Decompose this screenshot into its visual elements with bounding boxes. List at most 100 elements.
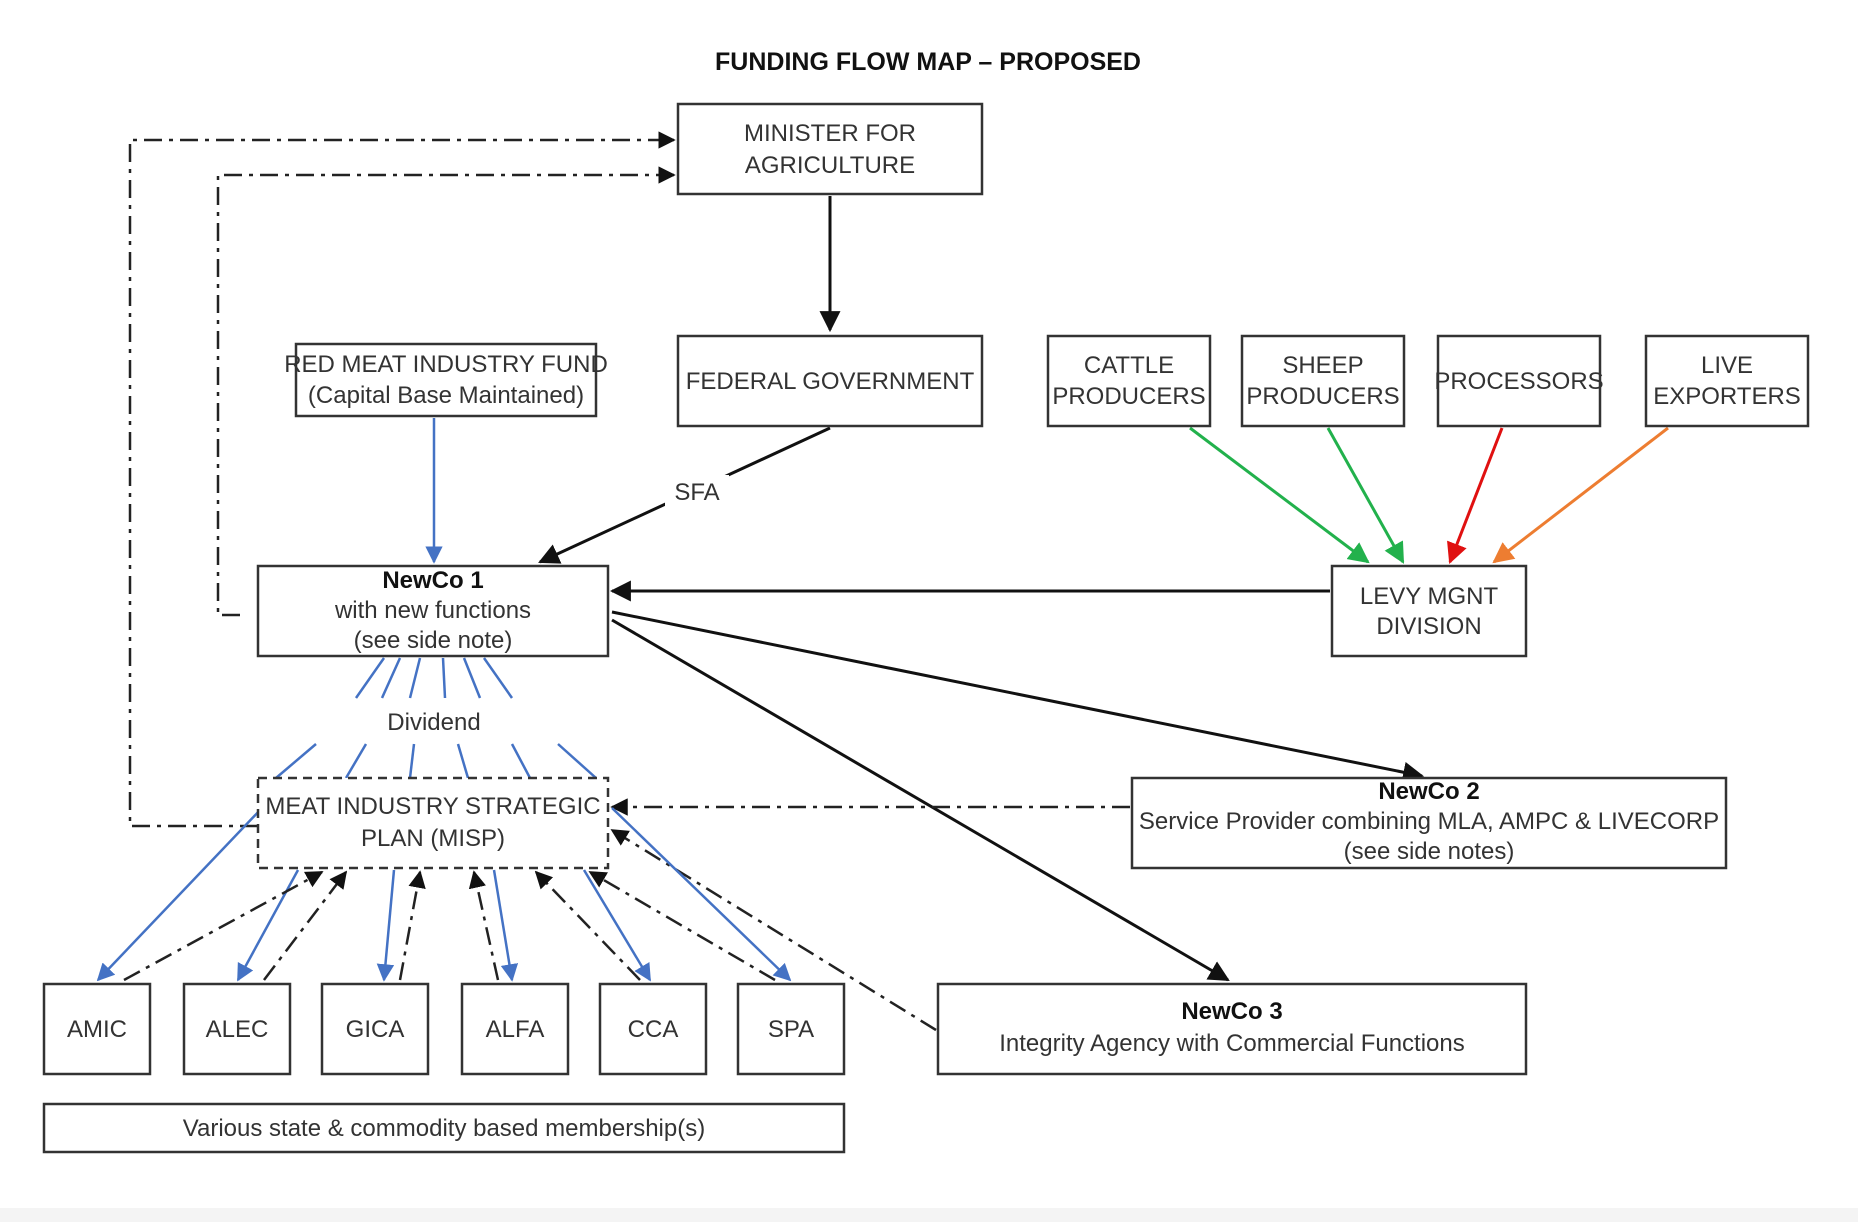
processors-box[interactable]: PROCESSORS	[1434, 334, 1604, 428]
newco1-description: with new functions	[334, 597, 531, 624]
dividend-stroke	[408, 743, 416, 779]
processors-box-frame	[1436, 334, 1602, 428]
newco1-note: (see side note)	[354, 627, 513, 654]
misp-to-minister-report-line	[128, 131, 676, 828]
live-exporters-box[interactable]: LIVE EXPORTERS	[1644, 334, 1810, 428]
cattle-producers-line1: CATTLE	[1084, 352, 1174, 379]
newco3-description: Integrity Agency with Commercial Functio…	[999, 1030, 1465, 1057]
newco2-name: NewCo 2	[1378, 778, 1479, 805]
levy-mgmt-box[interactable]: LEVY MGNT DIVISION	[1330, 564, 1528, 658]
dividend-stroke	[456, 743, 470, 779]
dividend-stroke	[482, 657, 514, 699]
dividend-fan-lower	[275, 743, 597, 779]
levy-mgmt-box-frame	[1330, 564, 1528, 658]
dividend-stroke	[408, 657, 422, 699]
sheep-producers-box-frame	[1240, 334, 1406, 428]
red-meat-fund-box-frame	[294, 342, 598, 418]
red-meat-fund-line2: (Capital Base Maintained)	[308, 382, 584, 409]
misp-to-alec-arrow	[236, 869, 300, 982]
bottom-band	[0, 1208, 1858, 1222]
newco3-name: NewCo 3	[1181, 998, 1282, 1025]
sheep-producers-line2: PRODUCERS	[1246, 383, 1399, 410]
newco1-to-newco2-arrow	[611, 610, 1425, 783]
newco3-to-misp-input-line	[610, 828, 937, 1032]
federal-government-label: FEDERAL GOVERNMENT	[686, 368, 975, 395]
processors-label: PROCESSORS	[1434, 368, 1603, 395]
org-label-alec: ALEC	[206, 1016, 269, 1043]
cattle-producers-box[interactable]: CATTLE PRODUCERS	[1046, 334, 1212, 428]
dividend-fan-upper	[354, 657, 514, 699]
org-box-gica[interactable]: GICA	[320, 982, 430, 1076]
newco2-description: Service Provider combining MLA, AMPC & L…	[1139, 808, 1719, 835]
misp-to-cca-arrow	[582, 869, 652, 982]
red-meat-fund-line1: RED MEAT INDUSTRY FUND	[284, 351, 608, 378]
newco2-box[interactable]: NewCo 2 Service Provider combining MLA, …	[1130, 776, 1728, 870]
dividend-stroke	[557, 743, 597, 779]
org-box-frame	[182, 982, 292, 1076]
newco2-note: (see side notes)	[1344, 838, 1515, 865]
org-box-alec[interactable]: ALEC	[182, 982, 292, 1076]
live-exporters-box-frame	[1644, 334, 1810, 428]
cattle-levy-arrow	[1189, 426, 1370, 564]
sheep-levy-arrow	[1326, 427, 1405, 564]
alfa-to-misp-line	[468, 870, 500, 981]
org-label-alfa: ALFA	[486, 1016, 545, 1043]
org-box-alfa[interactable]: ALFA	[460, 982, 570, 1076]
dividend-stroke	[510, 743, 532, 779]
misp-to-amic-arrow	[96, 807, 263, 982]
sfa-label-bg	[665, 475, 729, 507]
orgs-to-misp-lines	[123, 870, 776, 982]
org-box-spa[interactable]: SPA	[736, 982, 846, 1076]
cattle-producers-line2: PRODUCERS	[1052, 383, 1205, 410]
sfa-label: SFA	[674, 479, 719, 506]
org-box-frame	[736, 982, 846, 1076]
gica-to-misp-line	[398, 870, 426, 981]
levy-mgmt-line1: LEVY MGNT	[1360, 583, 1499, 610]
processor-levy-arrow	[1447, 427, 1504, 564]
newco1-box[interactable]: NewCo 1 with new functions (see side not…	[256, 564, 610, 658]
exporter-levy-arrow	[1492, 426, 1669, 564]
cca-to-misp-line	[534, 870, 641, 981]
newco1-to-newco3-arrow	[611, 618, 1230, 982]
federal-government-box[interactable]: FEDERAL GOVERNMENT	[676, 334, 984, 428]
membership-label: Various state & commodity based membersh…	[183, 1115, 705, 1142]
org-label-spa: SPA	[768, 1016, 814, 1043]
org-box-cca[interactable]: CCA	[598, 982, 708, 1076]
minister-box[interactable]: MINISTER FOR AGRICULTURE	[676, 102, 984, 196]
misp-box[interactable]: MEAT INDUSTRY STRATEGIC PLAN (MISP)	[256, 776, 610, 870]
alec-to-misp-line	[263, 870, 348, 981]
dividend-stroke	[462, 657, 482, 699]
membership-box[interactable]: Various state & commodity based membersh…	[42, 1102, 846, 1154]
diagram-title: FUNDING FLOW MAP – PROPOSED	[715, 48, 1141, 76]
cattle-producers-box-frame	[1046, 334, 1212, 428]
dividend-label: Dividend	[387, 709, 480, 736]
live-exporters-line2: EXPORTERS	[1653, 383, 1801, 410]
dividend-stroke	[441, 657, 447, 699]
org-box-frame	[460, 982, 570, 1076]
misp-line1: MEAT INDUSTRY STRATEGIC	[265, 793, 600, 820]
dividend-stroke	[344, 743, 368, 779]
misp-to-gica-arrow	[376, 869, 396, 982]
org-box-frame	[598, 982, 708, 1076]
newco3-box[interactable]: NewCo 3 Integrity Agency with Commercial…	[936, 982, 1528, 1076]
misp-to-spa-arrow	[611, 807, 792, 982]
org-box-amic[interactable]: AMIC	[42, 982, 152, 1076]
misp-to-alfa-arrow	[492, 869, 519, 982]
newco2-box-frame	[1130, 776, 1728, 870]
minister-line2: AGRICULTURE	[745, 152, 915, 179]
sheep-producers-box[interactable]: SHEEP PRODUCERS	[1240, 334, 1406, 428]
red-meat-fund-box[interactable]: RED MEAT INDUSTRY FUND (Capital Base Mai…	[284, 342, 608, 418]
org-box-frame	[42, 982, 152, 1076]
org-label-cca: CCA	[628, 1016, 679, 1043]
minister-line1: MINISTER FOR	[744, 120, 916, 147]
newco3-box-frame	[936, 982, 1528, 1076]
newco1-to-minister-report-line	[216, 166, 676, 617]
org-box-frame	[320, 982, 430, 1076]
dividend-label-bg	[380, 704, 488, 738]
dividend-stroke	[354, 657, 386, 699]
dividend-stroke	[275, 743, 317, 779]
misp-line2: PLAN (MISP)	[361, 825, 505, 852]
minister-box-frame	[676, 102, 984, 196]
misp-box-frame	[256, 776, 610, 870]
